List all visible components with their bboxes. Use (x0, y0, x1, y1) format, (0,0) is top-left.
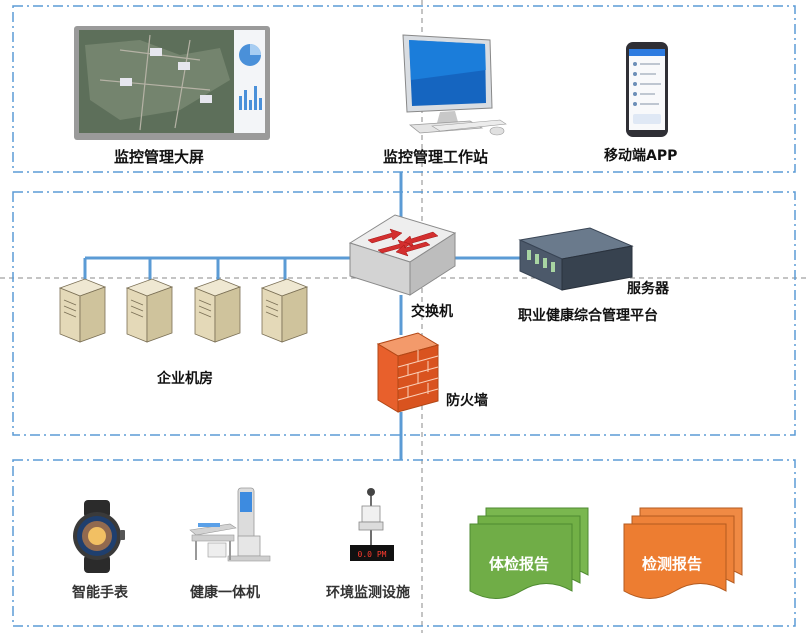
switch-label: 交换机 (411, 304, 453, 320)
zone-network (12, 191, 796, 436)
screen-label: 监控管理大屏 (114, 148, 205, 166)
rack-server-icon (518, 227, 634, 291)
environment-monitor-icon (350, 488, 394, 561)
datacenter-label: 企业机房 (157, 371, 213, 387)
zone-terminal (12, 5, 796, 173)
monitor-screen-icon (74, 26, 270, 140)
datacenter-servers (58, 278, 309, 343)
env-display-text: 0.0 PM (358, 550, 387, 559)
server-label: 服务器 (627, 281, 669, 297)
server-tower-icon (125, 278, 174, 343)
env-label: 环境监测设施 (326, 585, 410, 601)
server-tower-icon (58, 278, 107, 343)
test-report-label: 检测报告 (642, 555, 703, 573)
test-report-stack (623, 507, 743, 599)
workstation-icon (402, 34, 507, 136)
firewall-label: 防火墙 (446, 393, 488, 409)
network-links (83, 172, 520, 460)
kiosk-label: 健康一体机 (190, 585, 260, 601)
exam-report-stack (469, 507, 589, 599)
health-kiosk-icon (189, 487, 271, 562)
server-tower-icon (193, 278, 242, 343)
app-label: 移动端APP (604, 148, 678, 164)
mobile-phone-icon (626, 42, 668, 137)
watch-label: 智能手表 (72, 585, 128, 601)
zone-devices (12, 459, 796, 627)
firewall-icon (376, 332, 440, 413)
platform-label: 职业健康综合管理平台 (518, 308, 658, 324)
workstation-label: 监控管理工作站 (383, 148, 489, 166)
server-tower-icon (260, 278, 309, 343)
exam-report-label: 体检报告 (489, 555, 550, 573)
network-switch-icon (348, 214, 457, 296)
smart-watch-icon (73, 500, 125, 573)
